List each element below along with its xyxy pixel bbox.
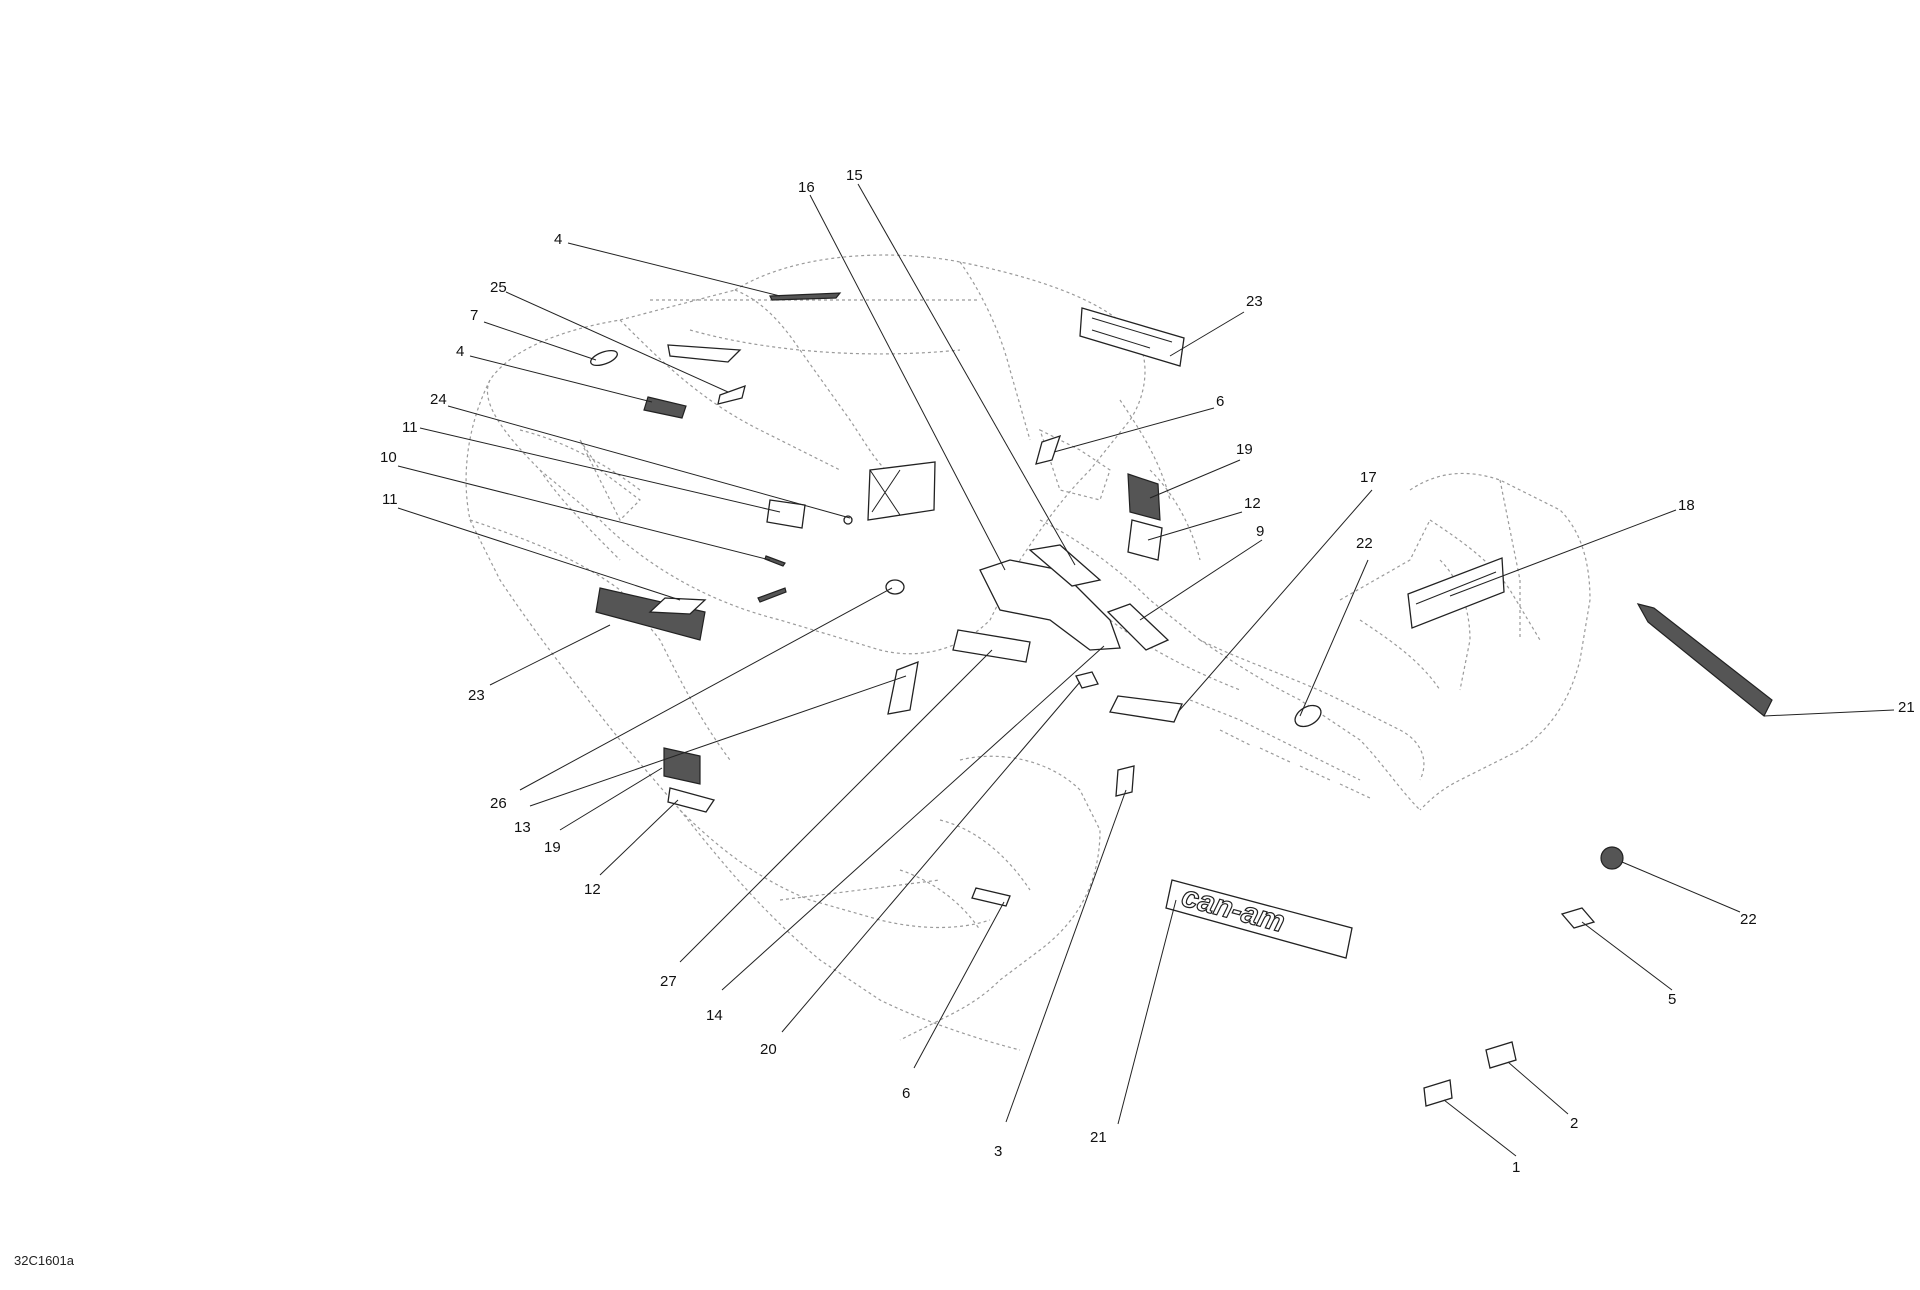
decal-6-lower[interactable] (971, 887, 1011, 907)
decal-17[interactable] (1109, 695, 1183, 723)
figure-code: 32C1601a (14, 1253, 74, 1268)
callout-6-upper: 6 (1216, 393, 1224, 410)
callout-23-left: 23 (468, 687, 485, 704)
decal-3[interactable] (1115, 765, 1135, 797)
callout-21-logo: 21 (1090, 1129, 1107, 1146)
callout-15: 15 (846, 167, 863, 184)
callout-5: 5 (1668, 991, 1676, 1008)
callout-22-round: 22 (1740, 911, 1757, 928)
callout-17: 17 (1360, 469, 1377, 486)
callout-27: 27 (660, 973, 677, 990)
decal-side-strip[interactable] (757, 587, 787, 603)
callout-13: 13 (514, 819, 531, 836)
decal-19-upper[interactable] (1127, 473, 1161, 521)
callout-20: 20 (760, 1041, 777, 1058)
callout-22-floor: 22 (1356, 535, 1373, 552)
decal-7[interactable] (589, 348, 619, 369)
decal-21-logo[interactable]: can-am (1165, 879, 1353, 959)
callout-10: 10 (380, 449, 397, 466)
decal-24-panel[interactable] (867, 461, 936, 521)
decal-15[interactable] (1028, 544, 1102, 587)
callout-25: 25 (490, 279, 507, 296)
decal-6-upper[interactable] (1035, 434, 1062, 465)
decal-2[interactable] (1485, 1041, 1517, 1069)
callout-12-lower: 12 (584, 881, 601, 898)
decal-1[interactable] (1423, 1079, 1453, 1107)
decal-9[interactable] (1106, 603, 1170, 651)
callout-18: 18 (1678, 497, 1695, 514)
callout-4-top: 4 (554, 231, 562, 248)
decal-12-upper[interactable] (1127, 519, 1163, 561)
callout-7: 7 (470, 307, 478, 324)
decal-21-right[interactable] (1636, 603, 1773, 717)
callout-9: 9 (1256, 523, 1264, 540)
decal-12-lower[interactable] (667, 787, 716, 813)
callout-6-lower: 6 (902, 1085, 910, 1102)
callout-19-upper: 19 (1236, 441, 1253, 458)
callout-14: 14 (706, 1007, 723, 1024)
callout-24: 24 (430, 391, 447, 408)
decal-11-strip[interactable] (648, 597, 707, 615)
decal-23-upper-plate[interactable] (1079, 307, 1185, 367)
decal-24-small[interactable] (766, 499, 806, 529)
decal-13[interactable] (887, 660, 919, 715)
decal-4-stripe[interactable] (769, 292, 842, 301)
callout-26: 26 (490, 795, 507, 812)
decal-18[interactable] (1407, 557, 1505, 629)
decal-20[interactable] (1075, 671, 1099, 689)
callout-11-lower: 11 (382, 491, 398, 508)
decal-22-floor[interactable] (1291, 701, 1324, 731)
callout-3: 3 (994, 1143, 1002, 1160)
decal-5[interactable] (1560, 907, 1596, 929)
logo-text: can-am (1178, 880, 1288, 939)
leader-lines (397, 183, 1895, 1157)
decal-27[interactable] (952, 629, 1031, 663)
decal-16[interactable] (979, 559, 1121, 651)
decal-hood-panel[interactable] (667, 344, 742, 363)
decal-26[interactable] (885, 579, 905, 595)
callout-4-badge: 4 (456, 343, 464, 360)
callout-12-upper: 12 (1244, 495, 1261, 512)
callout-labels: 16 15 4 25 7 4 24 11 10 11 23 23 6 19 12… (380, 167, 1915, 1176)
decal-22-round[interactable] (1600, 846, 1624, 870)
callout-2: 2 (1570, 1115, 1578, 1132)
callout-19-lower: 19 (544, 839, 561, 856)
callout-1: 1 (1512, 1159, 1520, 1176)
callout-23-right: 23 (1246, 293, 1263, 310)
decal-4-badge[interactable] (643, 396, 687, 419)
callout-21-right: 21 (1898, 699, 1915, 716)
callout-11-upper: 11 (402, 419, 418, 436)
decal-25[interactable] (717, 384, 746, 405)
callout-16: 16 (798, 179, 815, 196)
decal-10[interactable] (764, 555, 786, 567)
decal-parts: can-am (589, 292, 1773, 1107)
